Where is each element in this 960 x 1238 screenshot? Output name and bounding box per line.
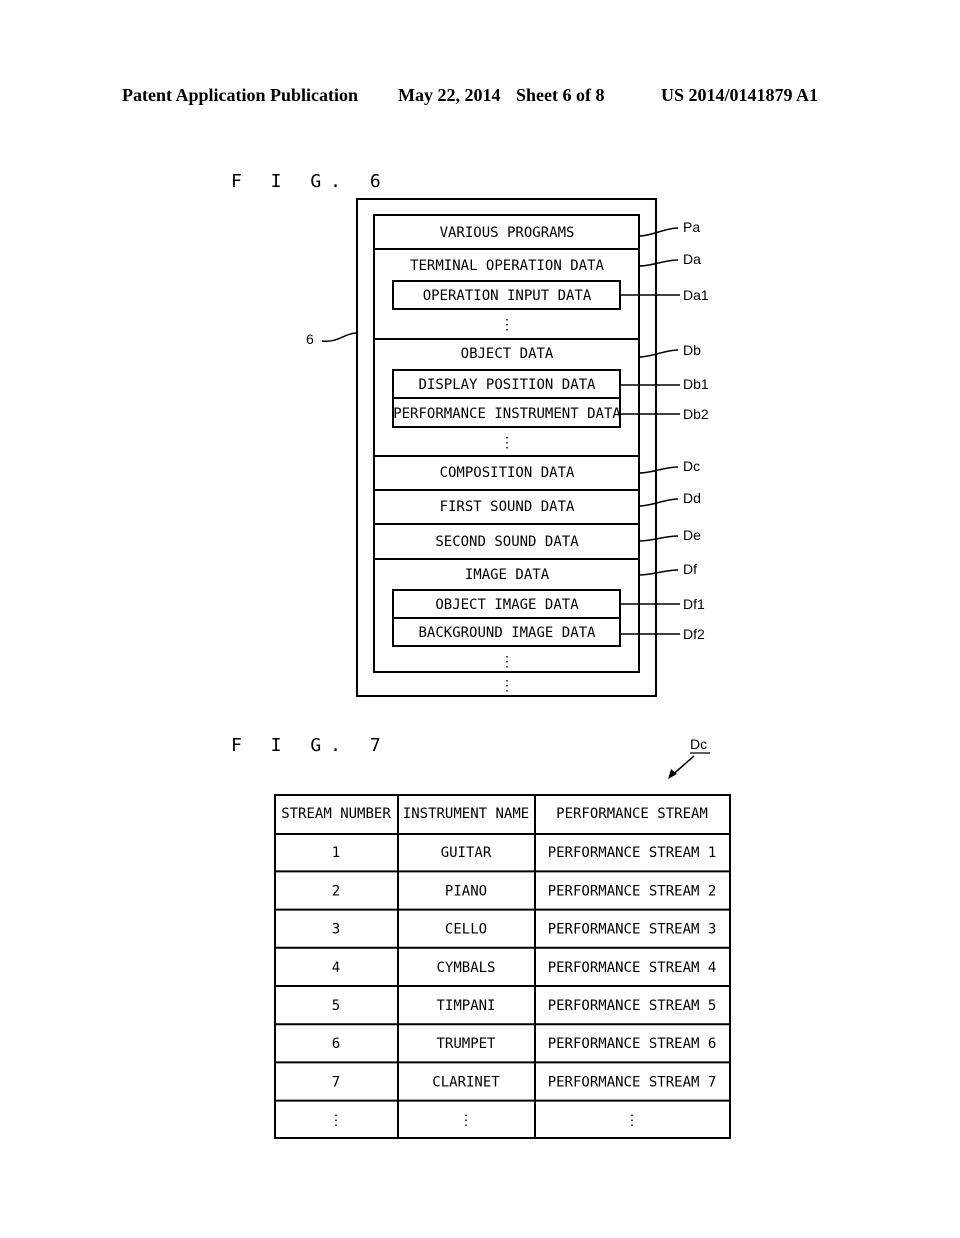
various-programs-label: VARIOUS PROGRAMS [440,225,575,241]
ellipsis: ⋮ [500,317,514,333]
table-cell: PERFORMANCE STREAM 1 [548,845,717,861]
table-cell: 2 [332,883,340,899]
leader-pa [638,227,679,237]
composition-label: COMPOSITION DATA [440,465,575,481]
memory-outline [356,198,657,697]
ref-df2: Df2 [683,626,705,642]
background-image-box [392,617,621,647]
table-cell: ⋮ [459,1113,473,1129]
fig6-title: F I G. 6 [231,171,390,192]
table-cell: PIANO [445,883,487,899]
ref-df1: Df1 [683,596,705,612]
ref-pa: Pa [683,219,700,235]
object-image-label: OBJECT IMAGE DATA [435,597,579,613]
ref-df: Df [683,561,697,577]
leader-da [638,259,679,267]
patent-number: US 2014/0141879 A1 [661,85,819,105]
table-cell: CLARINET [432,1074,500,1090]
table-cell: PERFORMANCE STREAM 7 [548,1074,717,1090]
background-image-label: BACKGROUND IMAGE DATA [418,625,596,641]
ellipsis: ⋮ [500,678,514,694]
sheet-number: Sheet 6 of 8 [516,85,605,105]
ref-dd: Dd [683,490,701,506]
table-cell: 7 [332,1074,340,1090]
fig7-ref-label: Dc [690,736,707,752]
leader-de [638,535,679,542]
performance-instrument-label: PERFORMANCE INSTRUMENT DATA [393,406,621,422]
ref-db2: Db2 [683,406,709,422]
table-header-cell: STREAM NUMBER [281,806,391,822]
display-position-label: DISPLAY POSITION DATA [418,377,596,393]
ref-db1: Db1 [683,376,709,392]
table-cell: PERFORMANCE STREAM 5 [548,998,717,1014]
table-cell: PERFORMANCE STREAM 3 [548,922,717,938]
table-cell: 6 [332,1036,340,1052]
table-header-cell: PERFORMANCE STREAM [556,806,708,822]
table-cell: ⋮ [329,1113,343,1129]
ref-dc: Dc [683,458,700,474]
ref-memory-6: 6 [306,331,314,347]
leader-memory-6 [321,332,358,342]
table-cell: 4 [332,960,340,976]
table-cell: PERFORMANCE STREAM 6 [548,1036,717,1052]
table-cell: PERFORMANCE STREAM 4 [548,960,717,976]
leader-dc [638,466,679,474]
leader-dd [638,498,679,507]
fig7-title: F I G. 7 [231,735,390,756]
table-cell: TRUMPET [436,1036,496,1052]
table-cell: 3 [332,922,340,938]
table-cell: PERFORMANCE STREAM 2 [548,883,717,899]
first-sound-label: FIRST SOUND DATA [440,499,575,515]
operation-input-label: OPERATION INPUT DATA [423,288,592,304]
publication-date: May 22, 2014 [398,85,501,105]
table-cell: 1 [332,845,340,861]
table-cell: CELLO [445,922,487,938]
table-cell: 5 [332,998,340,1014]
ref-db: Db [683,342,701,358]
ellipsis: ⋮ [500,435,514,451]
second-sound-label: SECOND SOUND DATA [435,534,579,550]
image-data-label: IMAGE DATA [465,567,550,583]
fig7-composition-table: STREAM NUMBER INSTRUMENT NAME PERFORMANCE … [274,794,731,1139]
table-cell: TIMPANI [436,998,495,1014]
terminal-operation-label: TERMINAL OPERATION DATA [410,258,604,274]
table-cell: ⋮ [625,1113,639,1129]
fig7-ref-arrow [668,752,710,779]
ref-da: Da [683,251,701,267]
ellipsis: ⋮ [500,654,514,670]
ref-de: De [683,527,701,543]
object-data-label: OBJECT DATA [461,346,554,362]
table-cell: CYMBALS [436,960,495,976]
ref-da1: Da1 [683,287,709,303]
publication-label: Patent Application Publication [122,85,359,105]
table-cell: GUITAR [441,845,492,861]
table-header-cell: INSTRUMENT NAME [403,806,529,822]
leader-db [638,349,679,358]
memory-inner-frame [373,214,640,673]
leader-df [638,569,679,576]
performance-instrument-box [392,397,621,428]
